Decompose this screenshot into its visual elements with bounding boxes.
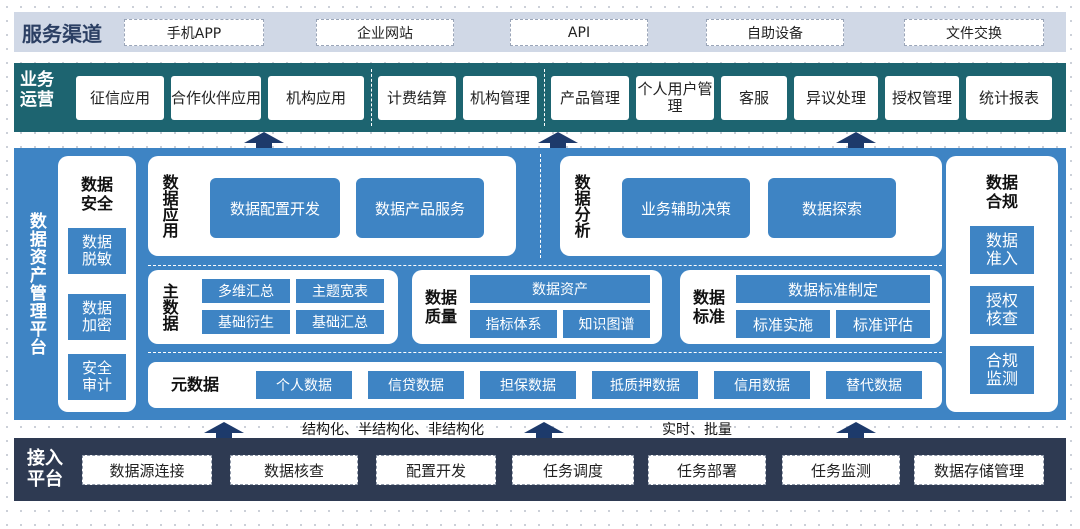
master-data-title-text: 主数据 — [159, 283, 179, 331]
quality-item-knowledge-graph: 知识图谱 — [563, 310, 650, 338]
metadata-title: 元数据 — [170, 375, 219, 395]
compliance-item-authorization-check: 授权核查 — [970, 286, 1034, 334]
biz-item-billing: 计费结算 — [378, 76, 456, 120]
service-item-self-service: 自助设备 — [706, 19, 844, 46]
up-arrow-3 — [836, 132, 876, 148]
master-item-base-summary: 基础汇总 — [296, 310, 384, 334]
application-item-product-service: 数据产品服务 — [356, 178, 484, 238]
service-item-website: 企业网站 — [316, 19, 454, 46]
metadata-item-personal: 个人数据 — [256, 371, 352, 399]
metadata-item-guarantee: 担保数据 — [480, 371, 576, 399]
biz-item-credit-application: 征信应用 — [76, 76, 164, 120]
access-item-task-scheduling: 任务调度 — [512, 455, 634, 485]
biz-item-customer-service: 客服 — [721, 76, 787, 120]
standard-panel: 数据标准 数据标准制定 标准实施 标准评估 — [680, 270, 942, 344]
standard-item-implementation: 标准实施 — [736, 310, 830, 338]
analysis-title: 数据分析 — [570, 162, 592, 250]
analysis-title-text: 数据分析 — [571, 174, 591, 238]
business-operation-row: 业务运营 征信应用 合作伙伴应用 机构应用 计费结算 机构管理 产品管理 个人用… — [14, 63, 1066, 132]
access-platform-row: 接入平台 数据源连接 数据核查 配置开发 任务调度 任务部署 任务监测 数据存储… — [14, 438, 1066, 501]
flow-label-structured: 结构化、半结构化、非结构化 — [302, 422, 484, 438]
biz-divider-2 — [544, 69, 545, 126]
quality-title: 数据质量 — [424, 287, 457, 326]
service-item-mobile-app: 手机APP — [124, 19, 264, 46]
access-item-data-check: 数据核查 — [230, 455, 358, 485]
access-item-task-monitoring: 任务监测 — [782, 455, 900, 485]
quality-item-data-asset: 数据资产 — [470, 275, 650, 303]
metadata-item-collateral: 抵质押数据 — [592, 371, 698, 399]
master-item-base-derived: 基础衍生 — [202, 310, 290, 334]
master-item-subject-wide-table: 主题宽表 — [296, 279, 384, 303]
quality-panel: 数据质量 数据资产 指标体系 知识图谱 — [412, 270, 662, 344]
compliance-item-monitoring: 合规监测 — [970, 346, 1034, 394]
application-item-config-dev: 数据配置开发 — [210, 178, 340, 238]
business-operation-label: 业务运营 — [20, 70, 54, 110]
quality-item-indicator-system: 指标体系 — [470, 310, 557, 338]
app-analysis-divider — [540, 154, 541, 258]
biz-item-statistics-report: 统计报表 — [966, 76, 1052, 120]
biz-divider-1 — [371, 69, 372, 126]
master-item-multi-dim-summary: 多维汇总 — [202, 279, 290, 303]
master-data-title: 主数据 — [158, 274, 180, 340]
biz-item-partner-application: 合作伙伴应用 — [171, 76, 261, 120]
access-item-config-dev: 配置开发 — [376, 455, 496, 485]
biz-item-authorization-management: 授权管理 — [885, 76, 959, 120]
data-platform-label: 数据资产管理平台 — [20, 148, 50, 420]
application-title-text: 数据应用 — [159, 174, 179, 238]
compliance-panel: 数据合规 数据准入 授权核查 合规监测 — [946, 156, 1058, 412]
access-item-storage-management: 数据存储管理 — [914, 455, 1044, 485]
service-channel-row: 服务渠道 手机APP 企业网站 API 自助设备 文件交换 — [14, 12, 1066, 52]
standard-title: 数据标准 — [692, 287, 725, 326]
biz-item-institution-management: 机构管理 — [463, 76, 537, 120]
master-data-panel: 主数据 多维汇总 主题宽表 基础衍生 基础汇总 — [148, 270, 398, 344]
platform-divider-1 — [148, 265, 942, 266]
standard-item-evaluation: 标准评估 — [836, 310, 930, 338]
analysis-panel: 数据分析 业务辅助决策 数据探索 — [560, 156, 942, 256]
standard-item-formulation: 数据标准制定 — [736, 275, 930, 303]
up-arrow-1 — [244, 132, 284, 148]
service-channel-label: 服务渠道 — [22, 21, 102, 46]
biz-item-dispute-handling: 异议处理 — [794, 76, 878, 120]
data-platform-label-text: 数据资产管理平台 — [25, 212, 46, 356]
up-arrow-5 — [524, 422, 564, 438]
access-platform-label: 接入平台 — [27, 448, 63, 490]
analysis-item-exploration: 数据探索 — [768, 178, 896, 238]
access-item-source-connection: 数据源连接 — [82, 455, 212, 485]
compliance-title: 数据合规 — [985, 172, 1018, 211]
security-item-desensitization: 数据脱敏 — [68, 228, 126, 274]
service-item-file-exchange: 文件交换 — [904, 19, 1044, 46]
security-title: 数据安全 — [80, 174, 113, 213]
access-item-task-deployment: 任务部署 — [648, 455, 766, 485]
service-item-api: API — [510, 19, 648, 46]
flow-label-realtime-batch: 实时、批量 — [662, 422, 732, 438]
metadata-item-credit-loan: 信贷数据 — [368, 371, 464, 399]
security-item-audit: 安全审计 — [68, 354, 126, 400]
data-platform: 数据资产管理平台 数据安全 数据脱敏 数据加密 安全审计 数据应用 数据配置开发… — [14, 148, 1066, 420]
security-panel: 数据安全 数据脱敏 数据加密 安全审计 — [58, 156, 136, 412]
metadata-item-alternative: 替代数据 — [826, 371, 922, 399]
compliance-item-admission: 数据准入 — [970, 226, 1034, 274]
up-arrow-6 — [836, 422, 876, 438]
analysis-item-decision-support: 业务辅助决策 — [622, 178, 750, 238]
platform-divider-2 — [148, 352, 942, 353]
up-arrow-4 — [204, 422, 244, 438]
application-panel: 数据应用 数据配置开发 数据产品服务 — [148, 156, 516, 256]
security-item-encryption: 数据加密 — [68, 294, 126, 340]
biz-item-user-management: 个人用户管理 — [636, 76, 714, 120]
biz-item-institution-application: 机构应用 — [268, 76, 364, 120]
application-title: 数据应用 — [158, 162, 180, 250]
metadata-item-credit: 信用数据 — [714, 371, 810, 399]
biz-item-product-management: 产品管理 — [551, 76, 629, 120]
metadata-panel: 元数据 个人数据 信贷数据 担保数据 抵质押数据 信用数据 替代数据 — [148, 362, 942, 408]
up-arrow-2 — [538, 132, 578, 148]
